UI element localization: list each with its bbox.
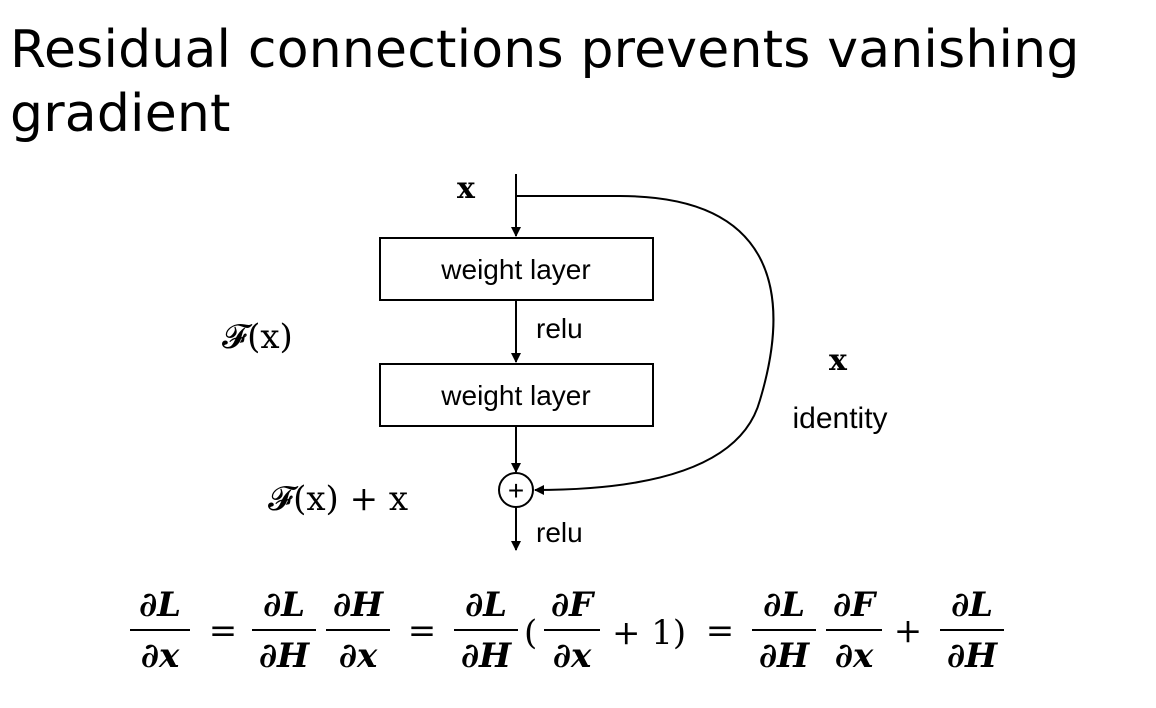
- eq-frac6-den: ∂H: [759, 636, 811, 676]
- weight-layer-label-top: weight layer: [440, 254, 590, 285]
- eq-frac5-num: ∂F: [551, 585, 596, 625]
- weight-layer-box-top: [379, 237, 654, 301]
- eq-equals-3: =: [706, 611, 735, 651]
- eq-frac8-num: ∂L: [951, 585, 993, 625]
- identity-label: identity: [792, 402, 887, 435]
- weight-layer-label-bottom: weight layer: [440, 380, 590, 411]
- eq-frac2-num: ∂L: [263, 585, 305, 625]
- eq-frac6-num: ∂L: [763, 585, 805, 625]
- eq-equals-1: =: [209, 611, 238, 651]
- eq-frac3-den: ∂x: [339, 636, 378, 676]
- eq-frac7-num: ∂F: [833, 585, 878, 625]
- eq-open-paren: (: [524, 613, 537, 653]
- eq-plus-one: + 1): [612, 613, 686, 653]
- identity-skip-path: [534, 195, 775, 495]
- eq-plus: +: [894, 611, 923, 651]
- relu-out-label: relu: [536, 517, 583, 548]
- relu-mid-label: relu: [536, 313, 583, 344]
- adder-plus-symbol: +: [508, 475, 524, 506]
- gradient-equation: ∂L ∂x = ∂L ∂H ∂H ∂x = ∂L ∂H ( ∂F ∂x + 1)…: [130, 585, 1004, 676]
- eq-frac2-den: ∂H: [259, 636, 311, 676]
- input-x-label: x: [457, 171, 476, 206]
- eq-frac1-num: ∂L: [139, 585, 181, 625]
- eq-frac1-den: ∂x: [141, 636, 180, 676]
- skip-x-label: x: [829, 343, 848, 378]
- fx-label: 𝓕(x): [222, 317, 293, 357]
- slide-title: Residual connections prevents vanishing …: [10, 20, 1080, 144]
- eq-frac5-den: ∂x: [553, 636, 592, 676]
- fx-plus-x-label: 𝓕(x) + x: [268, 479, 408, 519]
- eq-frac7-den: ∂x: [835, 636, 874, 676]
- eq-frac3-num: ∂H: [333, 585, 385, 625]
- eq-frac4-num: ∂L: [465, 585, 507, 625]
- eq-equals-2: =: [408, 611, 437, 651]
- eq-frac8-den: ∂H: [947, 636, 999, 676]
- eq-frac4-den: ∂H: [461, 636, 513, 676]
